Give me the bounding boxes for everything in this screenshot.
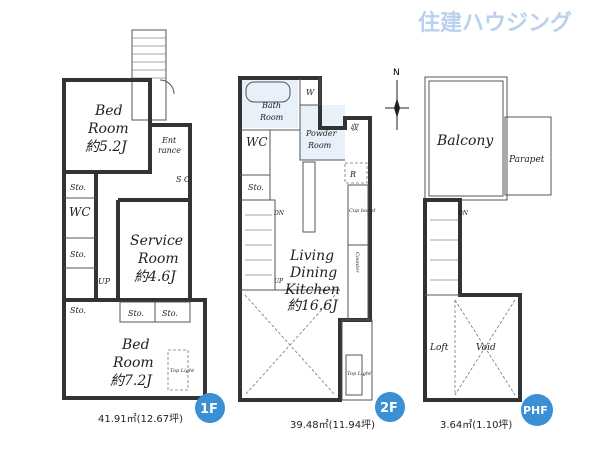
room-label: Sto. — [70, 183, 86, 192]
room-label: Sto. — [70, 250, 86, 259]
room-label: Top Light — [347, 371, 372, 377]
room-label: UP — [274, 278, 284, 285]
room-label: W — [306, 88, 315, 97]
floor-badge — [521, 394, 553, 426]
room-label: R — [349, 170, 356, 179]
room-label: Parapet — [508, 155, 545, 165]
room-label: Ent — [161, 136, 177, 145]
room-label: Room — [307, 141, 332, 150]
room-label: Room — [259, 113, 284, 122]
room-label: rance — [158, 146, 181, 155]
room-label: Sto. — [70, 306, 86, 315]
room-size: 約16.6J — [287, 298, 339, 314]
room-label: Bed — [121, 337, 150, 353]
room-label: UP — [98, 277, 111, 286]
compass-icon: N — [385, 68, 409, 130]
room-label: DN — [273, 210, 285, 217]
floor-area: 3.64㎡(1.10坪) — [440, 418, 512, 431]
floor-area: 41.91㎡(12.67坪) — [98, 412, 183, 425]
room-label: Dining — [289, 265, 337, 281]
room-label: Room — [137, 251, 179, 267]
room-size: 約7.2J — [110, 373, 153, 389]
room-label: DN — [457, 210, 469, 217]
room-label: Bath — [261, 101, 281, 110]
room-label: WC — [246, 135, 268, 149]
floor-phf: Balcony Parapet DN Loft Void PHF 3.64㎡(1… — [423, 76, 553, 431]
floor-badge-label: PHF — [523, 404, 548, 417]
floor-area: 39.48㎡(11.94坪) — [290, 418, 375, 431]
room-label: Sto. — [248, 183, 264, 192]
svg-text:N: N — [393, 68, 400, 78]
room-label: Room — [87, 121, 129, 137]
room-label: Cup board — [349, 208, 376, 214]
room-label: Room — [112, 355, 154, 371]
room-size: 約4.6J — [134, 269, 177, 285]
room-size: 約5.2J — [85, 139, 128, 155]
floor-badge-label: 2F — [380, 401, 398, 416]
floor-badge — [195, 393, 225, 423]
room-label: Service — [130, 233, 183, 249]
room-label: Loft — [429, 343, 449, 353]
room-label: Living — [289, 248, 334, 264]
room-label: WC — [69, 205, 91, 219]
room-label: Void — [476, 343, 496, 353]
room-label: Powder — [305, 129, 338, 138]
room-label: Sto. — [162, 309, 178, 318]
floor-badge — [375, 392, 405, 422]
logo: 住建ハウジング — [418, 10, 572, 36]
floor-2f: Bath Room W Powder Room 収 WC Sto. R DN U… — [238, 76, 405, 431]
floor-badge-label: 1F — [200, 402, 218, 417]
room-label: Kitchen — [284, 282, 340, 298]
room-label: S C — [176, 175, 190, 184]
room-label: Top Light — [170, 368, 195, 374]
room-label: Balcony — [436, 133, 494, 149]
room-label: Counter — [354, 252, 360, 273]
room-label: Sto. — [128, 309, 144, 318]
floor-1f: Bed Room 約5.2J Ent rance S C Sto. WC Sto… — [62, 29, 225, 425]
room-label: 収 — [350, 123, 359, 132]
room-label: Bed — [94, 103, 123, 119]
